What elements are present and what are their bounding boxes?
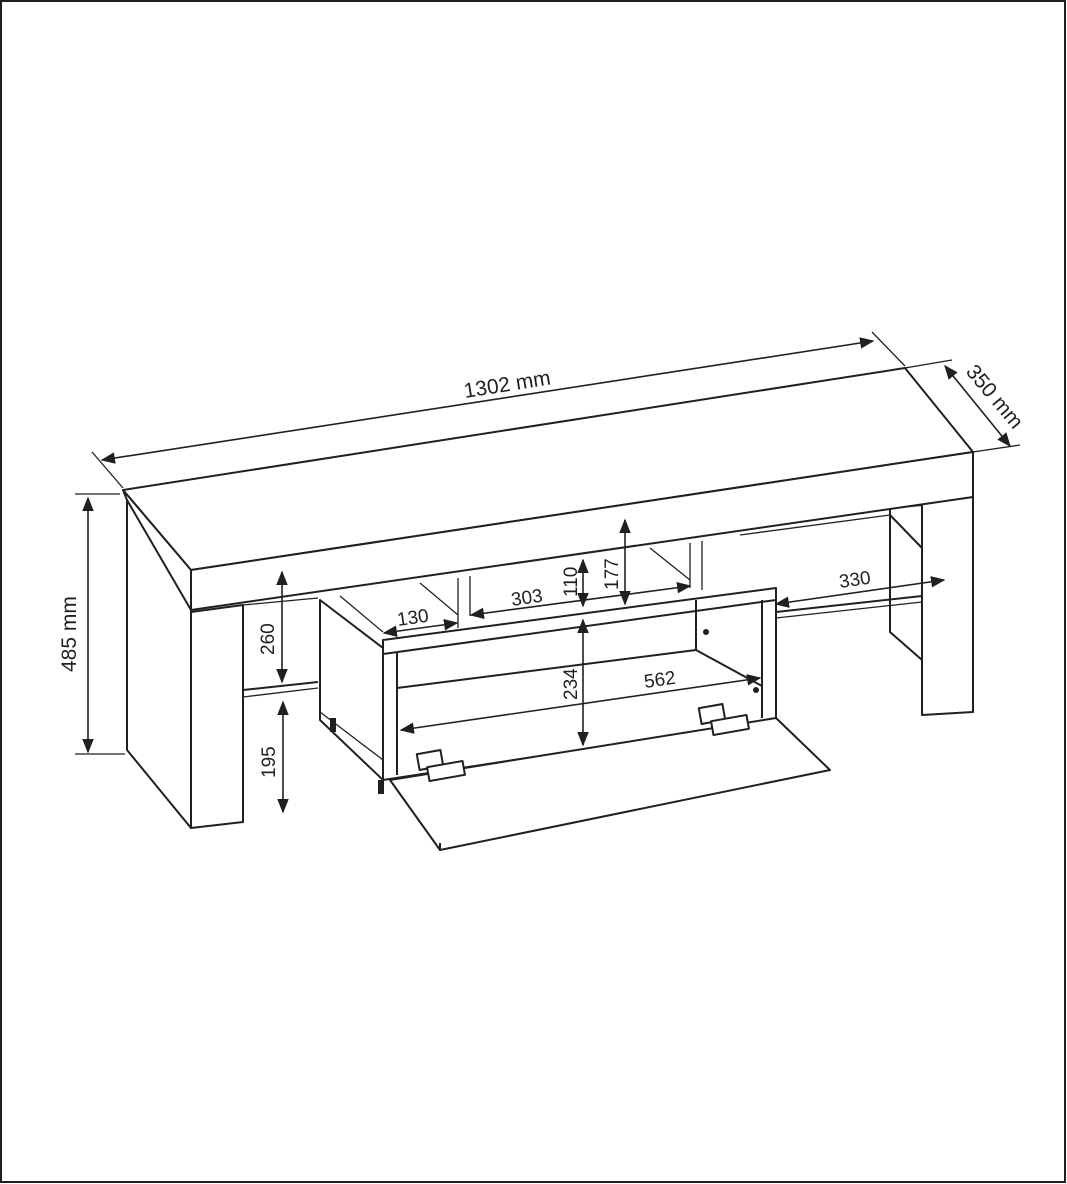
leg-clearance-label: 195 bbox=[259, 746, 280, 778]
dimension-lines bbox=[75, 331, 1021, 814]
center-upper-height-label: 110 bbox=[561, 567, 582, 597]
center-shelf-width-label: 303 bbox=[510, 586, 544, 611]
side-shelf-width-label: 330 bbox=[838, 568, 872, 593]
dim-width bbox=[100, 337, 875, 464]
top-opening-height-label: 177 bbox=[602, 558, 623, 590]
center-shelf-depth-label: 130 bbox=[396, 606, 430, 631]
compartment-width-label: 562 bbox=[643, 668, 677, 693]
flap-door bbox=[389, 717, 831, 851]
hinge-icon bbox=[415, 749, 466, 783]
center-box-side bbox=[319, 599, 384, 794]
depth-label: 350 mm bbox=[961, 360, 1027, 433]
height-label: 485 mm bbox=[58, 596, 81, 672]
dim-depth bbox=[944, 364, 1011, 448]
side-opening-height-label: 260 bbox=[258, 623, 279, 655]
compartment-height-label: 234 bbox=[561, 668, 582, 700]
